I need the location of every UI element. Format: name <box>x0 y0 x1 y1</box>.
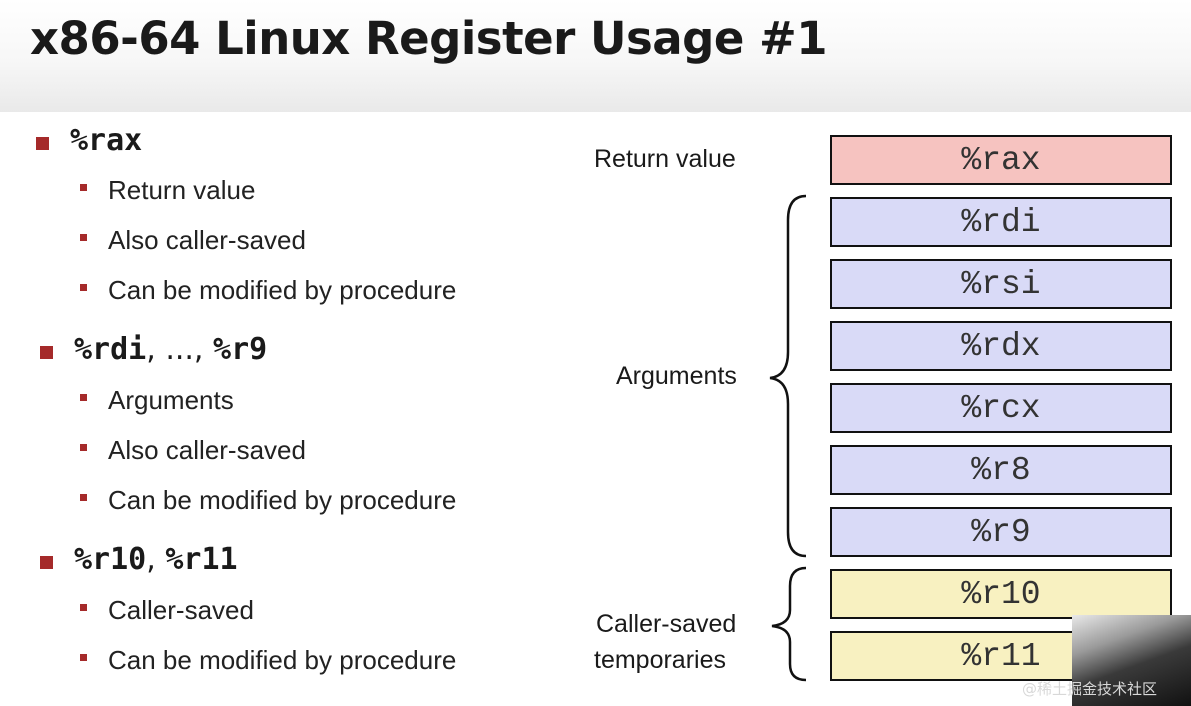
bullet-main-rax: %rax <box>70 123 142 158</box>
label-caller-saved: Caller-saved <box>596 610 737 638</box>
sub-bullet-square <box>80 394 87 401</box>
register-rdi: %rdi <box>830 197 1172 247</box>
register-r10: %r10 <box>830 569 1172 619</box>
watermark: @稀土掘金技术社区 <box>1022 680 1158 698</box>
bullet-square <box>40 556 53 569</box>
reg-name: %r9 <box>213 332 268 367</box>
sub-bullet-text: Can be modified by procedure <box>108 645 457 675</box>
reg-name: %rdi <box>74 332 147 367</box>
sub-bullet-text: Can be modified by procedure <box>108 485 457 515</box>
reg-name: %rax <box>70 123 143 158</box>
header-band <box>0 0 1191 112</box>
register-rsi: %rsi <box>830 259 1172 309</box>
sub-bullet-text: Also caller-saved <box>108 435 306 465</box>
separator: , ..., <box>146 332 214 367</box>
sub-bullet-text: Can be modified by procedure <box>108 275 457 305</box>
sub-bullet-square <box>80 234 87 241</box>
bullet-main-rdi-r9: %rdi, ..., %r9 <box>74 332 267 367</box>
register-rax: %rax <box>830 135 1172 185</box>
label-arguments: Arguments <box>616 362 737 390</box>
sub-bullet-square <box>80 654 87 661</box>
bullet-square <box>36 137 49 150</box>
label-return-value: Return value <box>594 145 736 173</box>
sub-bullet-square <box>80 444 87 451</box>
sub-bullet-square <box>80 184 87 191</box>
bullet-main-r10-r11: %r10, %r11 <box>74 542 238 577</box>
arguments-brace <box>769 194 807 558</box>
register-r8: %r8 <box>830 445 1172 495</box>
sub-bullet-text: Return value <box>108 175 256 205</box>
sub-bullet-text: Arguments <box>108 385 234 415</box>
temporaries-brace <box>771 566 807 682</box>
reg-name: %r11 <box>165 542 238 577</box>
separator: , <box>146 542 166 577</box>
label-temporaries: temporaries <box>594 646 726 674</box>
sub-bullet-square <box>80 494 87 501</box>
sub-bullet-square <box>80 284 87 291</box>
sub-bullet-text: Caller-saved <box>108 595 254 625</box>
sub-bullet-square <box>80 604 87 611</box>
register-rcx: %rcx <box>830 383 1172 433</box>
slide-title: x86-64 Linux Register Usage #1 <box>30 12 828 65</box>
register-r9: %r9 <box>830 507 1172 557</box>
brace-graphics <box>769 194 807 682</box>
webcam-overlay <box>1072 615 1191 706</box>
sub-bullet-text: Also caller-saved <box>108 225 306 255</box>
reg-name: %r10 <box>74 542 147 577</box>
register-rdx: %rdx <box>830 321 1172 371</box>
bullet-square <box>40 346 53 359</box>
